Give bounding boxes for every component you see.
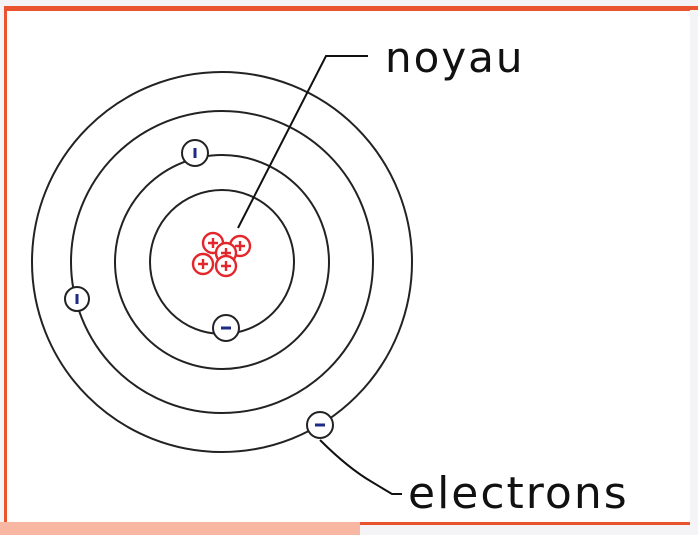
electrons-label: electrons <box>408 468 629 519</box>
electrons <box>65 140 333 438</box>
electron <box>213 315 239 341</box>
nucleus-label: noyau <box>385 33 525 82</box>
proton <box>193 254 213 274</box>
electron <box>182 140 208 166</box>
nucleus <box>193 233 250 276</box>
nucleus-pointer-line <box>238 56 368 228</box>
electron <box>307 412 333 438</box>
electron <box>65 287 89 311</box>
proton <box>216 256 236 276</box>
electrons-pointer-line <box>320 440 402 494</box>
